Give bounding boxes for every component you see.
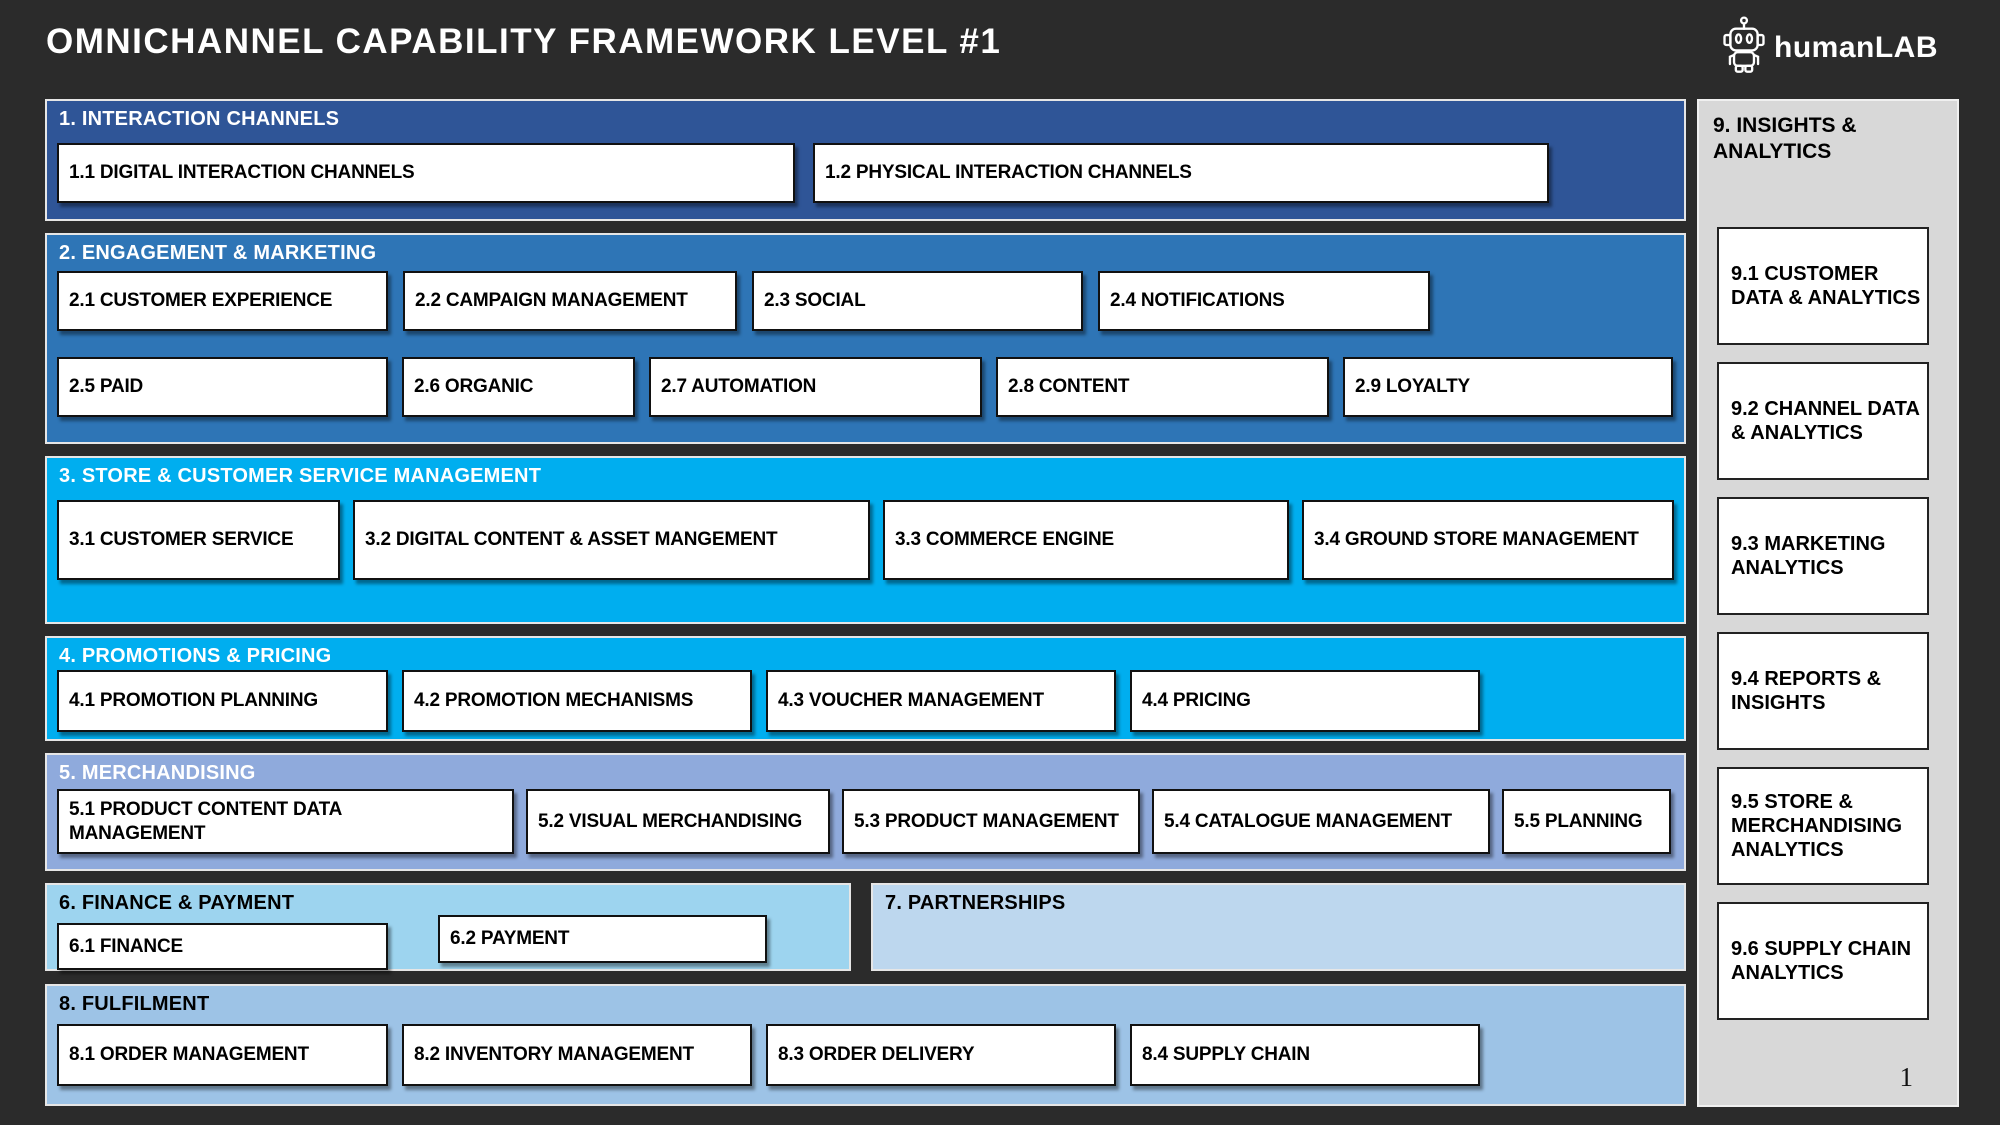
capability-box-2-5: 2.5 PAID [57, 357, 388, 417]
capability-box-5-4: 5.4 CATALOGUE MANAGEMENT [1152, 789, 1490, 854]
capability-box-9-3: 9.3 MARKETING ANALYTICS [1717, 497, 1929, 615]
section-1-row: 1.1 DIGITAL INTERACTION CHANNELS 1.2 PHY… [47, 143, 1684, 203]
section-merchandising: 5. MERCHANDISING 5.1 PRODUCT CONTENT DAT… [45, 753, 1686, 871]
framework-body: 1. INTERACTION CHANNELS 1.1 DIGITAL INTE… [45, 99, 1686, 1106]
section-6-header: 6. FINANCE & PAYMENT [59, 892, 295, 914]
section-2-row-2: 2.5 PAID 2.6 ORGANIC 2.7 AUTOMATION 2.8 … [47, 357, 1684, 417]
capability-box-2-3: 2.3 SOCIAL [752, 271, 1083, 331]
section-2-header: 2. ENGAGEMENT & MARKETING [59, 242, 377, 264]
section-4-row: 4.1 PROMOTION PLANNING 4.2 PROMOTION MEC… [47, 670, 1684, 732]
capability-box-1-2: 1.2 PHYSICAL INTERACTION CHANNELS [813, 143, 1549, 203]
capability-box-8-4: 8.4 SUPPLY CHAIN [1130, 1024, 1480, 1086]
capability-box-3-2: 3.2 DIGITAL CONTENT & ASSET MANGEMENT [353, 500, 870, 580]
capability-box-4-3: 4.3 VOUCHER MANAGEMENT [766, 670, 1116, 732]
capability-box-2-7: 2.7 AUTOMATION [649, 357, 982, 417]
section-9-column: 9.1 CUSTOMER DATA & ANALYTICS 9.2 CHANNE… [1717, 227, 1929, 1020]
humanlab-logo: humanLAB [1722, 16, 1938, 79]
section-4-header: 4. PROMOTIONS & PRICING [59, 645, 332, 667]
capability-box-4-4: 4.4 PRICING [1130, 670, 1480, 732]
section-2-row-1: 2.1 CUSTOMER EXPERIENCE 2.2 CAMPAIGN MAN… [47, 271, 1684, 331]
capability-box-8-2: 8.2 INVENTORY MANAGEMENT [402, 1024, 752, 1086]
capability-box-3-1: 3.1 CUSTOMER SERVICE [57, 500, 340, 580]
section-5-row: 5.1 PRODUCT CONTENT DATA MANAGEMENT 5.2 … [47, 789, 1684, 854]
capability-box-8-1: 8.1 ORDER MANAGEMENT [57, 1024, 388, 1086]
section-row-6-7: 6. FINANCE & PAYMENT 6.1 FINANCE 6.2 PAY… [45, 883, 1686, 971]
section-engagement-marketing: 2. ENGAGEMENT & MARKETING 2.1 CUSTOMER E… [45, 233, 1686, 444]
capability-box-5-3: 5.3 PRODUCT MANAGEMENT [842, 789, 1140, 854]
capability-box-8-3: 8.3 ORDER DELIVERY [766, 1024, 1116, 1086]
capability-box-6-1: 6.1 FINANCE [57, 923, 388, 970]
section-8-header: 8. FULFILMENT [59, 993, 210, 1015]
section-1-header: 1. INTERACTION CHANNELS [59, 108, 340, 130]
section-partnerships: 7. PARTNERSHIPS [871, 883, 1686, 971]
capability-box-2-8: 2.8 CONTENT [996, 357, 1329, 417]
capability-box-2-2: 2.2 CAMPAIGN MANAGEMENT [403, 271, 737, 331]
section-finance-payment: 6. FINANCE & PAYMENT 6.1 FINANCE 6.2 PAY… [45, 883, 851, 971]
section-8-row: 8.1 ORDER MANAGEMENT 8.2 INVENTORY MANAG… [47, 1024, 1684, 1086]
section-insights-analytics: 9. INSIGHTS & ANALYTICS 9.1 CUSTOMER DAT… [1697, 99, 1959, 1107]
section-store-customer-service: 3. STORE & CUSTOMER SERVICE MANAGEMENT 3… [45, 456, 1686, 624]
capability-box-9-1: 9.1 CUSTOMER DATA & ANALYTICS [1717, 227, 1929, 345]
section-9-header: 9. INSIGHTS & ANALYTICS [1713, 114, 1857, 164]
section-interaction-channels: 1. INTERACTION CHANNELS 1.1 DIGITAL INTE… [45, 99, 1686, 221]
capability-box-9-6: 9.6 SUPPLY CHAIN ANALYTICS [1717, 902, 1929, 1020]
capability-box-9-2: 9.2 CHANNEL DATA & ANALYTICS [1717, 362, 1929, 480]
page-title: OMNICHANNEL CAPABILITY FRAMEWORK LEVEL #… [46, 22, 1002, 61]
capability-box-5-2: 5.2 VISUAL MERCHANDISING [526, 789, 830, 854]
capability-box-9-5: 9.5 STORE & MERCHANDISING ANALYTICS [1717, 767, 1929, 885]
capability-box-3-3: 3.3 COMMERCE ENGINE [883, 500, 1289, 580]
logo-wordmark: humanLAB [1774, 30, 1938, 64]
capability-box-3-4: 3.4 GROUND STORE MANAGEMENT [1302, 500, 1674, 580]
page-number: 1 [1899, 1062, 1914, 1092]
capability-box-2-9: 2.9 LOYALTY [1343, 357, 1673, 417]
capability-box-2-6: 2.6 ORGANIC [402, 357, 635, 417]
capability-box-2-1: 2.1 CUSTOMER EXPERIENCE [57, 271, 388, 331]
capability-box-6-2: 6.2 PAYMENT [438, 915, 767, 963]
section-3-header: 3. STORE & CUSTOMER SERVICE MANAGEMENT [59, 465, 542, 487]
section-3-row: 3.1 CUSTOMER SERVICE 3.2 DIGITAL CONTENT… [47, 500, 1684, 580]
robot-icon [1722, 16, 1766, 79]
section-5-header: 5. MERCHANDISING [59, 762, 256, 784]
capability-box-2-4: 2.4 NOTIFICATIONS [1098, 271, 1430, 331]
capability-box-9-4: 9.4 REPORTS & INSIGHTS [1717, 632, 1929, 750]
section-promotions-pricing: 4. PROMOTIONS & PRICING 4.1 PROMOTION PL… [45, 636, 1686, 741]
capability-box-4-1: 4.1 PROMOTION PLANNING [57, 670, 388, 732]
section-fulfilment: 8. FULFILMENT 8.1 ORDER MANAGEMENT 8.2 I… [45, 984, 1686, 1106]
capability-box-5-5: 5.5 PLANNING [1502, 789, 1671, 854]
capability-box-4-2: 4.2 PROMOTION MECHANISMS [402, 670, 752, 732]
section-7-header: 7. PARTNERSHIPS [885, 892, 1066, 914]
capability-box-5-1: 5.1 PRODUCT CONTENT DATA MANAGEMENT [57, 789, 514, 854]
section-6-row: 6.1 FINANCE 6.2 PAYMENT [47, 915, 849, 970]
capability-box-1-1: 1.1 DIGITAL INTERACTION CHANNELS [57, 143, 795, 203]
